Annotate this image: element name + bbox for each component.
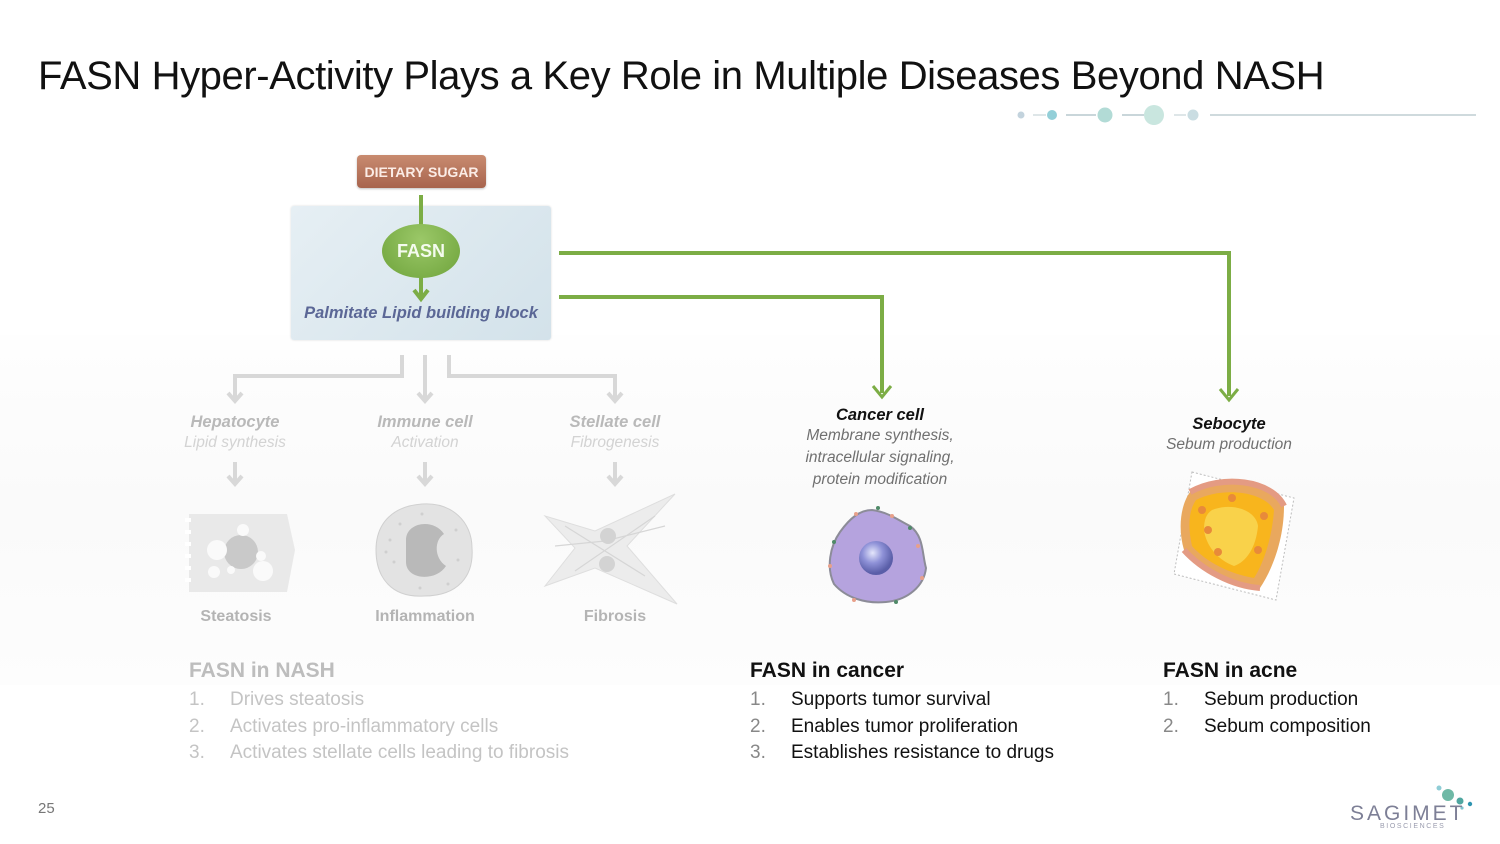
list-item: 2. Enables tumor proliferation — [750, 714, 1054, 741]
node-name: Sebocyte — [1192, 415, 1266, 433]
divider-dot — [1097, 107, 1113, 123]
list-number: 3. — [189, 742, 205, 763]
list-fasn-in-nash: FASN in NASH 1. Drives steatosis 2. Activa… — [189, 659, 569, 767]
node-sebocyte: Sebocyte Sebum production — [1139, 414, 1319, 456]
list-item: 3. Activates stellate cells leading to fi… — [189, 740, 569, 767]
list-heading: FASN in NASH — [189, 659, 335, 682]
list-item: 1. Sebum production — [1163, 687, 1371, 714]
palmitate-label: Palmitate Lipid building block — [304, 304, 538, 322]
node-name: Immune cell — [377, 413, 473, 431]
node-desc-line: intracellular signaling, — [805, 449, 955, 466]
list-text: Activates stellate cells leading to fibr… — [230, 742, 569, 763]
node-desc-line: protein modification — [812, 471, 948, 488]
divider-dot — [1144, 105, 1164, 125]
divider-dot — [1047, 110, 1057, 120]
divider-dot — [1017, 111, 1025, 119]
node-desc: Activation — [391, 434, 459, 451]
list-number: 2. — [750, 715, 766, 737]
immune-cell-icon — [375, 503, 473, 597]
list-item: 2. Activates pro-inflammatory cells — [189, 714, 569, 741]
logo-subtitle: BIOSCIENCES — [1380, 823, 1446, 830]
list-number: 1. — [1163, 689, 1179, 710]
node-name: Stellate cell — [569, 413, 661, 431]
node-name: Hepatocyte — [190, 413, 280, 431]
list-item: 3. Establishes resistance to drugs — [750, 740, 1054, 767]
list-text: Enables tumor proliferation — [791, 715, 1019, 737]
node-desc-line: Membrane synthesis, — [806, 427, 954, 444]
list-number: 3. — [750, 742, 766, 763]
logo-wordmark: SAGIMET — [1350, 802, 1466, 825]
list-item: 2. Sebum composition — [1163, 714, 1371, 741]
list-heading: FASN in cancer — [750, 659, 905, 682]
list-text: Supports tumor survival — [791, 689, 991, 710]
list-item: 1. Supports tumor survival — [750, 687, 1054, 714]
node-stellate-cell: Stellate cell Fibrogenesis — [545, 412, 685, 454]
list-text: Sebum production — [1204, 689, 1359, 710]
node-name: Cancer cell — [835, 406, 925, 424]
list-text: Activates pro-inflammatory cells — [230, 715, 499, 737]
outcome-fibrosis: Fibrosis — [583, 608, 647, 625]
sebaceous-gland-icon — [1173, 471, 1295, 601]
node-desc: Fibrogenesis — [570, 434, 660, 451]
divider-dot — [1187, 109, 1199, 121]
list-number: 1. — [750, 689, 766, 710]
slide-title: FASN Hyper-Activity Plays a Key Role in … — [38, 54, 1325, 98]
cancer-cell-icon — [828, 506, 928, 604]
node-immune-cell: Immune cell Activation — [355, 412, 495, 454]
node-desc: Lipid synthesis — [184, 434, 286, 451]
company-logo: SAGIMET BIOSCIENCES — [1350, 784, 1480, 834]
outcome-steatosis: Steatosis — [200, 608, 272, 625]
logo-dots-icon — [1436, 785, 1473, 810]
node-hepatocyte: Hepatocyte Lipid synthesis — [165, 412, 305, 454]
outcome-inflammation: Inflammation — [375, 608, 475, 625]
list-text: Establishes resistance to drugs — [791, 742, 1054, 763]
list-number: 2. — [189, 715, 205, 737]
list-text: Sebum composition — [1204, 715, 1371, 737]
list-number: 2. — [1163, 715, 1179, 737]
list-number: 1. — [189, 689, 205, 710]
node-desc: Sebum production — [1166, 436, 1292, 453]
page-number: 25 — [38, 800, 55, 817]
fasn-enzyme: FASN — [382, 224, 460, 278]
list-text: Drives steatosis — [230, 689, 365, 710]
list-fasn-in-cancer: FASN in cancer 1. Supports tumor survival… — [750, 659, 1054, 767]
node-cancer-cell: Cancer cell Membrane synthesis, intracel… — [770, 405, 990, 491]
hepatocyte-cell-icon — [185, 514, 295, 592]
stellate-cell-icon — [543, 493, 678, 605]
list-heading: FASN in acne — [1163, 659, 1298, 682]
list-item: 1. Drives steatosis — [189, 687, 569, 714]
list-fasn-in-acne: FASN in acne 1. Sebum production 2. Sebum … — [1163, 659, 1371, 740]
dietary-sugar-box: DIETARY SUGAR — [357, 155, 486, 188]
